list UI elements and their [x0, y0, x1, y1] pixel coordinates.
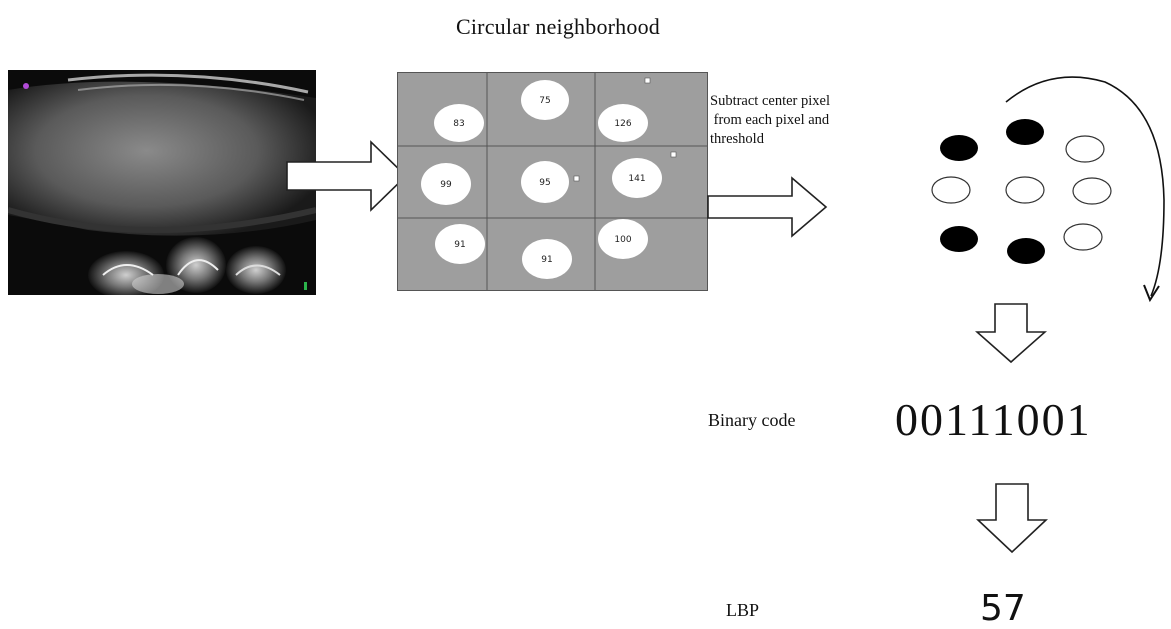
empty-dot — [1072, 177, 1112, 205]
svg-text:75: 75 — [539, 96, 550, 106]
threshold-note: Subtract center pixel from each pixel an… — [710, 92, 885, 149]
svg-text:91: 91 — [541, 255, 552, 265]
marker-icon — [573, 175, 580, 182]
pixel-cell-mid-left: 99 — [421, 163, 471, 205]
svg-text:126: 126 — [614, 119, 631, 129]
marker-icon — [644, 77, 651, 84]
svg-text:83: 83 — [453, 119, 464, 129]
arrow-right-icon — [707, 176, 828, 238]
ultrasound-image — [8, 70, 316, 295]
lbp-label: LBP — [726, 600, 760, 620]
curved-arrow-icon — [1005, 76, 1165, 297]
pixel-cell-mid-right: 141 — [612, 151, 677, 198]
threshold-note-line-1: Subtract center pixel — [710, 93, 830, 109]
diagram-title: Circular neighborhood — [456, 14, 660, 39]
pixel-cell-top-center: 75 — [521, 80, 569, 120]
pixel-cell-center: 95 — [521, 161, 580, 203]
ultrasound-image-graphic — [8, 70, 316, 295]
binary-code-label: Binary code — [708, 410, 796, 430]
empty-dot — [931, 176, 971, 204]
filled-dot — [1007, 238, 1045, 264]
threshold-note-line-3: threshold — [710, 131, 764, 147]
svg-text:99: 99 — [440, 180, 452, 190]
threshold-note-line-2: from each pixel and — [710, 112, 830, 128]
binary-code-value: 00111001 — [895, 394, 1092, 445]
lbp-value: 57 — [980, 588, 1026, 629]
pixel-cell-bottom-left: 91 — [435, 224, 485, 264]
pixel-cell-top-right: 126 — [598, 77, 651, 142]
empty-dot — [1005, 176, 1045, 204]
svg-text:100: 100 — [614, 235, 631, 245]
marker-icon — [670, 151, 677, 158]
pixel-cell-bottom-center: 91 — [522, 239, 572, 279]
pixel-grid: 83 75 126 99 95 141 91 — [397, 72, 708, 291]
filled-dot — [940, 135, 978, 161]
svg-text:91: 91 — [454, 240, 465, 250]
arrow-down-icon — [975, 303, 1047, 364]
svg-text:141: 141 — [628, 174, 645, 184]
empty-dot — [1063, 223, 1103, 251]
threshold-pattern — [931, 76, 1165, 303]
filled-dot — [1006, 119, 1044, 145]
filled-dot — [940, 226, 978, 252]
arrow-down-icon — [976, 483, 1048, 554]
empty-dot — [1065, 135, 1105, 163]
curved-arrowhead-icon — [1143, 284, 1160, 303]
pixel-cell-top-left: 83 — [434, 104, 484, 142]
svg-text:95: 95 — [539, 178, 550, 188]
pixel-cell-bottom-right: 100 — [598, 219, 648, 259]
arrow-right-icon — [286, 140, 408, 212]
